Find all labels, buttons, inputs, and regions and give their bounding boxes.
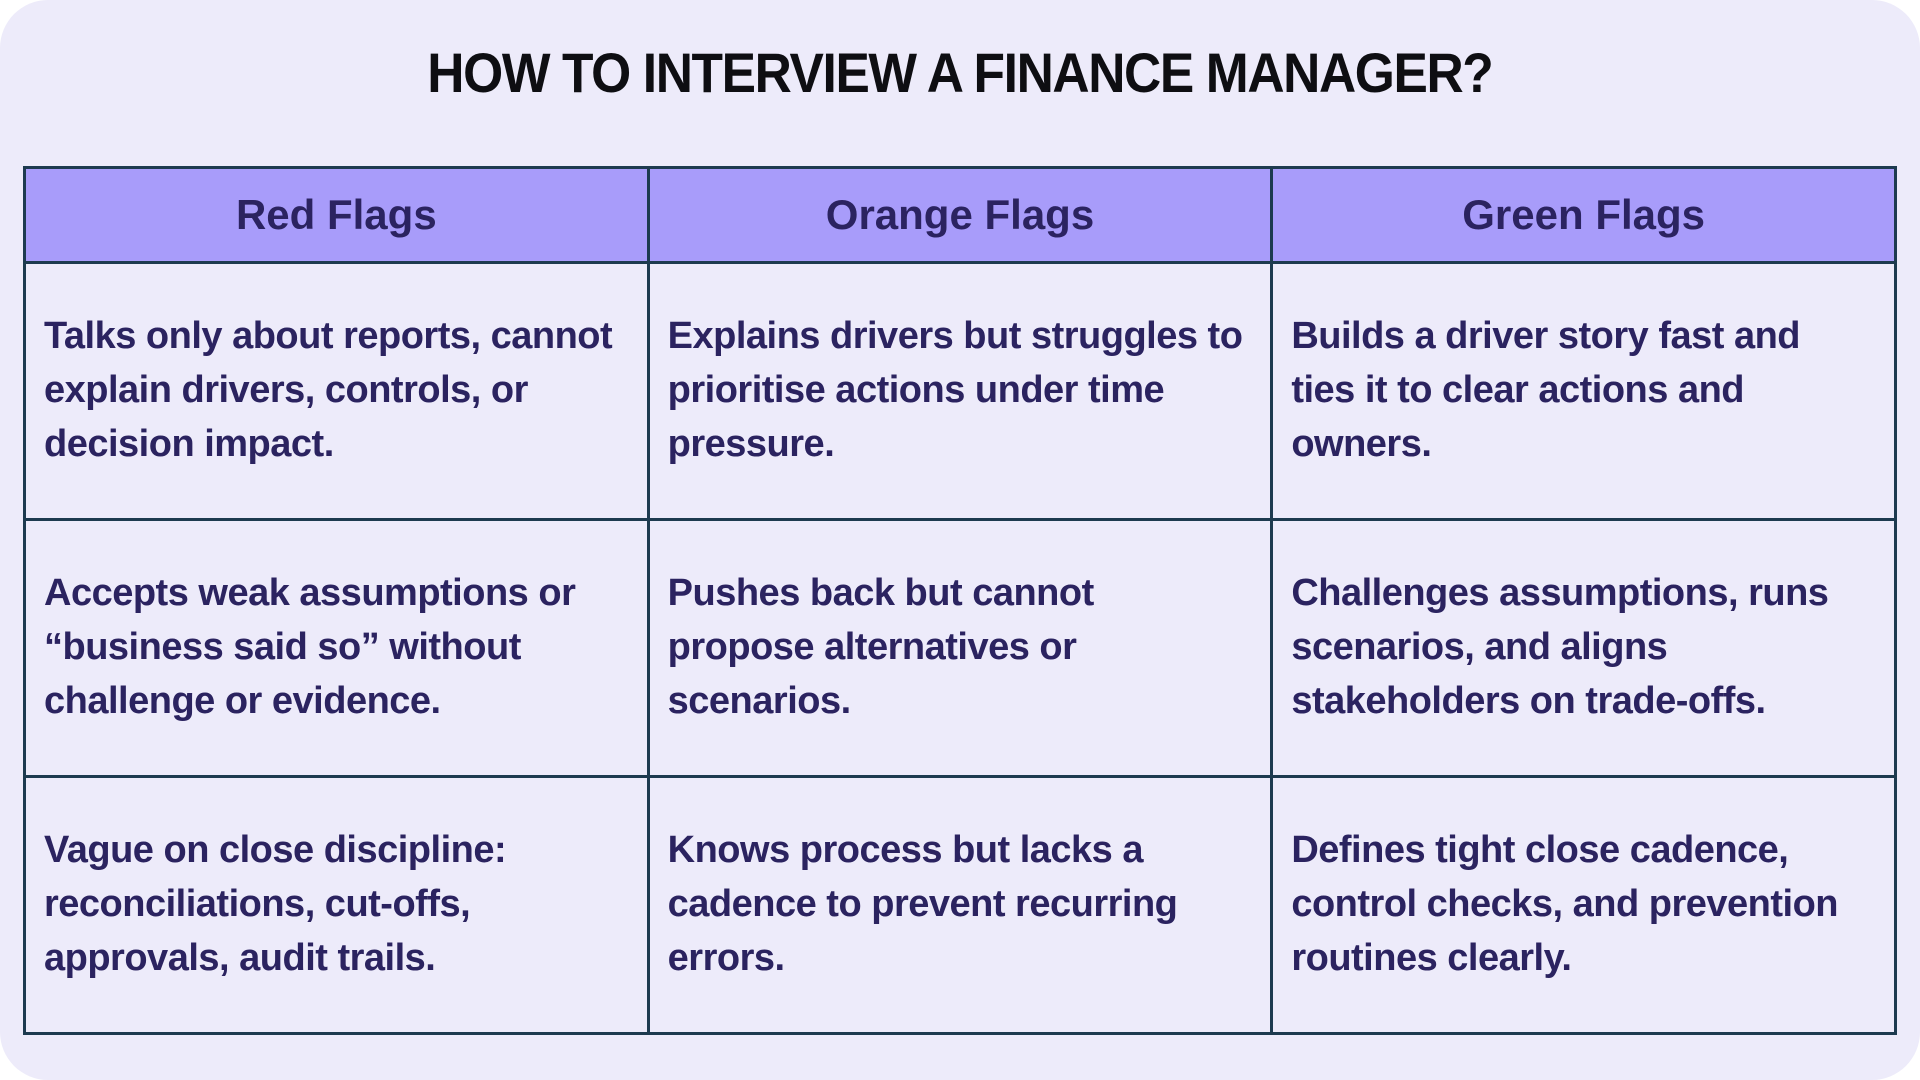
cell-red-flag-3: Vague on close discipline: reconciliatio… — [23, 775, 650, 1035]
table-row: Vague on close discipline: reconciliatio… — [23, 775, 1897, 1035]
page-title: HOW TO INTERVIEW A FINANCE MANAGER? — [427, 41, 1493, 104]
title-container: HOW TO INTERVIEW A FINANCE MANAGER? — [0, 40, 1920, 120]
table-row: Accepts weak assumptions or “business sa… — [23, 518, 1897, 778]
table-body: Talks only about reports, cannot explain… — [23, 261, 1897, 1035]
cell-green-flag-2: Challenges assumptions, runs scenarios, … — [1270, 518, 1897, 778]
table-row: Talks only about reports, cannot explain… — [23, 261, 1897, 521]
cell-orange-flag-2: Pushes back but cannot propose alternati… — [646, 518, 1274, 778]
header-row: Red Flags Orange Flags Green Flags — [23, 166, 1897, 264]
flags-comparison-table: Red Flags Orange Flags Green Flags Talks… — [23, 166, 1897, 1035]
cell-orange-flag-3: Knows process but lacks a cadence to pre… — [646, 775, 1274, 1035]
column-header-orange-flags: Orange Flags — [646, 166, 1274, 264]
cell-orange-flag-1: Explains drivers but struggles to priori… — [646, 261, 1274, 521]
column-header-green-flags: Green Flags — [1270, 166, 1897, 264]
cell-green-flag-3: Defines tight close cadence, control che… — [1270, 775, 1897, 1035]
table-header: Red Flags Orange Flags Green Flags — [23, 166, 1897, 264]
cell-red-flag-1: Talks only about reports, cannot explain… — [23, 261, 650, 521]
cell-red-flag-2: Accepts weak assumptions or “business sa… — [23, 518, 650, 778]
cell-green-flag-1: Builds a driver story fast and ties it t… — [1270, 261, 1897, 521]
column-header-red-flags: Red Flags — [23, 166, 650, 264]
